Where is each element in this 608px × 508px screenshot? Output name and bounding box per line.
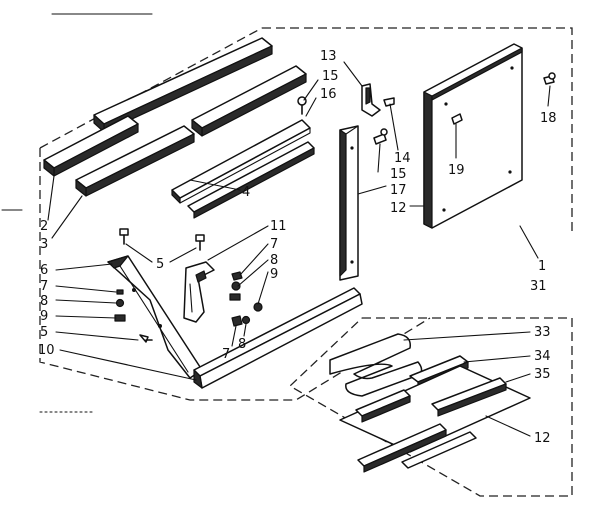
bolt-5-top [119, 228, 129, 245]
screw-16 [297, 96, 307, 115]
callout-7-left: 7 [40, 279, 48, 294]
rail-short-2 [43, 115, 139, 177]
callout-10: 10 [38, 343, 55, 358]
channel-post-17 [339, 125, 359, 281]
callout-9-middle: 9 [270, 267, 278, 282]
callout-15-upper: 15 [322, 69, 339, 84]
callout-8-middle: 8 [270, 253, 278, 268]
callout-13: 13 [320, 49, 337, 64]
bracket-13 [361, 83, 381, 117]
screw-19 [451, 113, 463, 125]
callout-5-upper: 5 [156, 257, 164, 272]
sub-kit-boundary [288, 317, 573, 497]
screw-18 [543, 72, 556, 85]
hardware-stack-middle [229, 271, 263, 312]
callout-12-panel: 12 [390, 201, 407, 216]
callout-8-left: 8 [40, 294, 48, 309]
rail-right-upper [191, 65, 307, 137]
callout-5-lower: 5 [40, 325, 48, 340]
rail-long-top [93, 37, 273, 133]
callout-1: 1 [538, 259, 546, 274]
leader-lines [47, 61, 551, 437]
callout-6: 6 [40, 263, 48, 278]
callout-labels: 2 3 4 5 6 7 8 9 5 10 11 7 8 9 7 8 13 15 … [38, 49, 557, 446]
callout-16: 16 [320, 87, 337, 102]
callout-11: 11 [270, 219, 287, 234]
bolt-5-lower [139, 334, 153, 343]
screw-15-lower [373, 128, 388, 145]
sill-angle-10 [193, 287, 363, 389]
callout-9-left: 9 [40, 309, 48, 324]
callout-35: 35 [534, 367, 551, 382]
callout-15-lower: 15 [390, 167, 407, 182]
hardware-stack-left [114, 289, 126, 322]
foam-seal-33 [329, 333, 423, 397]
callout-8-lower: 8 [238, 337, 246, 352]
callout-19: 19 [448, 163, 465, 178]
support-bracket-6 [107, 255, 203, 379]
callout-18: 18 [540, 111, 557, 126]
bolt-5-mid [195, 234, 205, 251]
main-kit-boundary [39, 27, 573, 401]
callout-7-middle: 7 [270, 237, 278, 252]
callout-2: 2 [40, 219, 48, 234]
callout-12-lower: 12 [534, 431, 551, 446]
rail-3 [75, 125, 195, 197]
plate-35 [339, 365, 531, 453]
callout-34: 34 [534, 349, 551, 364]
callout-14: 14 [394, 151, 411, 166]
rail-4-upper [171, 119, 311, 204]
side-panel-12 [423, 43, 523, 229]
hardware-stack-lower [231, 315, 251, 327]
callout-31: 31 [530, 279, 547, 294]
rail-4-lower [187, 141, 315, 219]
rail-12-lower [357, 423, 477, 473]
callout-7-lower: 7 [222, 347, 230, 362]
callout-3: 3 [40, 237, 48, 252]
clip-11 [183, 261, 215, 323]
callout-4: 4 [242, 185, 250, 200]
callout-33: 33 [534, 325, 551, 340]
callout-17: 17 [390, 183, 407, 198]
screw-15-upper [383, 97, 395, 107]
